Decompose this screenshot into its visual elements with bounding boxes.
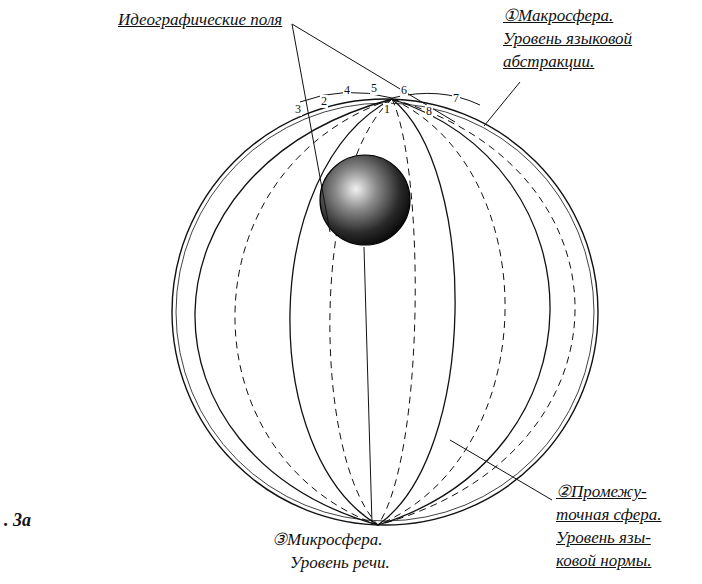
sphere-label: ковой нормы. (556, 551, 651, 571)
dashed-meridian (378, 99, 575, 525)
callout-number: 5 (370, 82, 378, 95)
leader-line (484, 82, 520, 126)
microsphere-ball (320, 155, 410, 245)
macrosphere-inner-rim (176, 103, 594, 521)
callout-number: 2 (320, 95, 328, 108)
callout-number: 1 (383, 103, 391, 116)
leader-line (364, 247, 372, 524)
solid-meridian (378, 99, 550, 525)
field-label: Идеографические поля (118, 10, 282, 30)
sphere-label: Уровень язы- (556, 528, 651, 548)
meridian-lines (195, 99, 575, 525)
sphere-label: Уровень речи. (290, 553, 390, 573)
figure-number: . 3а (4, 510, 31, 530)
sphere-label: точная сфера. (556, 505, 662, 525)
leader-line (292, 24, 455, 122)
sphere-label: ③Микросфера. (272, 530, 383, 550)
callout-number: 8 (425, 105, 433, 118)
leader-line (292, 24, 330, 232)
sphere-label: Уровень языковой (503, 29, 632, 49)
macrosphere-circle (172, 99, 598, 525)
sphere-label: ①Макросфера. (503, 6, 613, 26)
sphere-label: ②Промежу- (556, 482, 647, 502)
callout-number: 4 (343, 84, 351, 97)
callout-number: 7 (452, 92, 460, 105)
callout-number: 6 (400, 84, 408, 97)
callout-number: 3 (294, 103, 302, 116)
leader-line (450, 440, 552, 500)
sphere-label: абстракции. (503, 52, 594, 72)
